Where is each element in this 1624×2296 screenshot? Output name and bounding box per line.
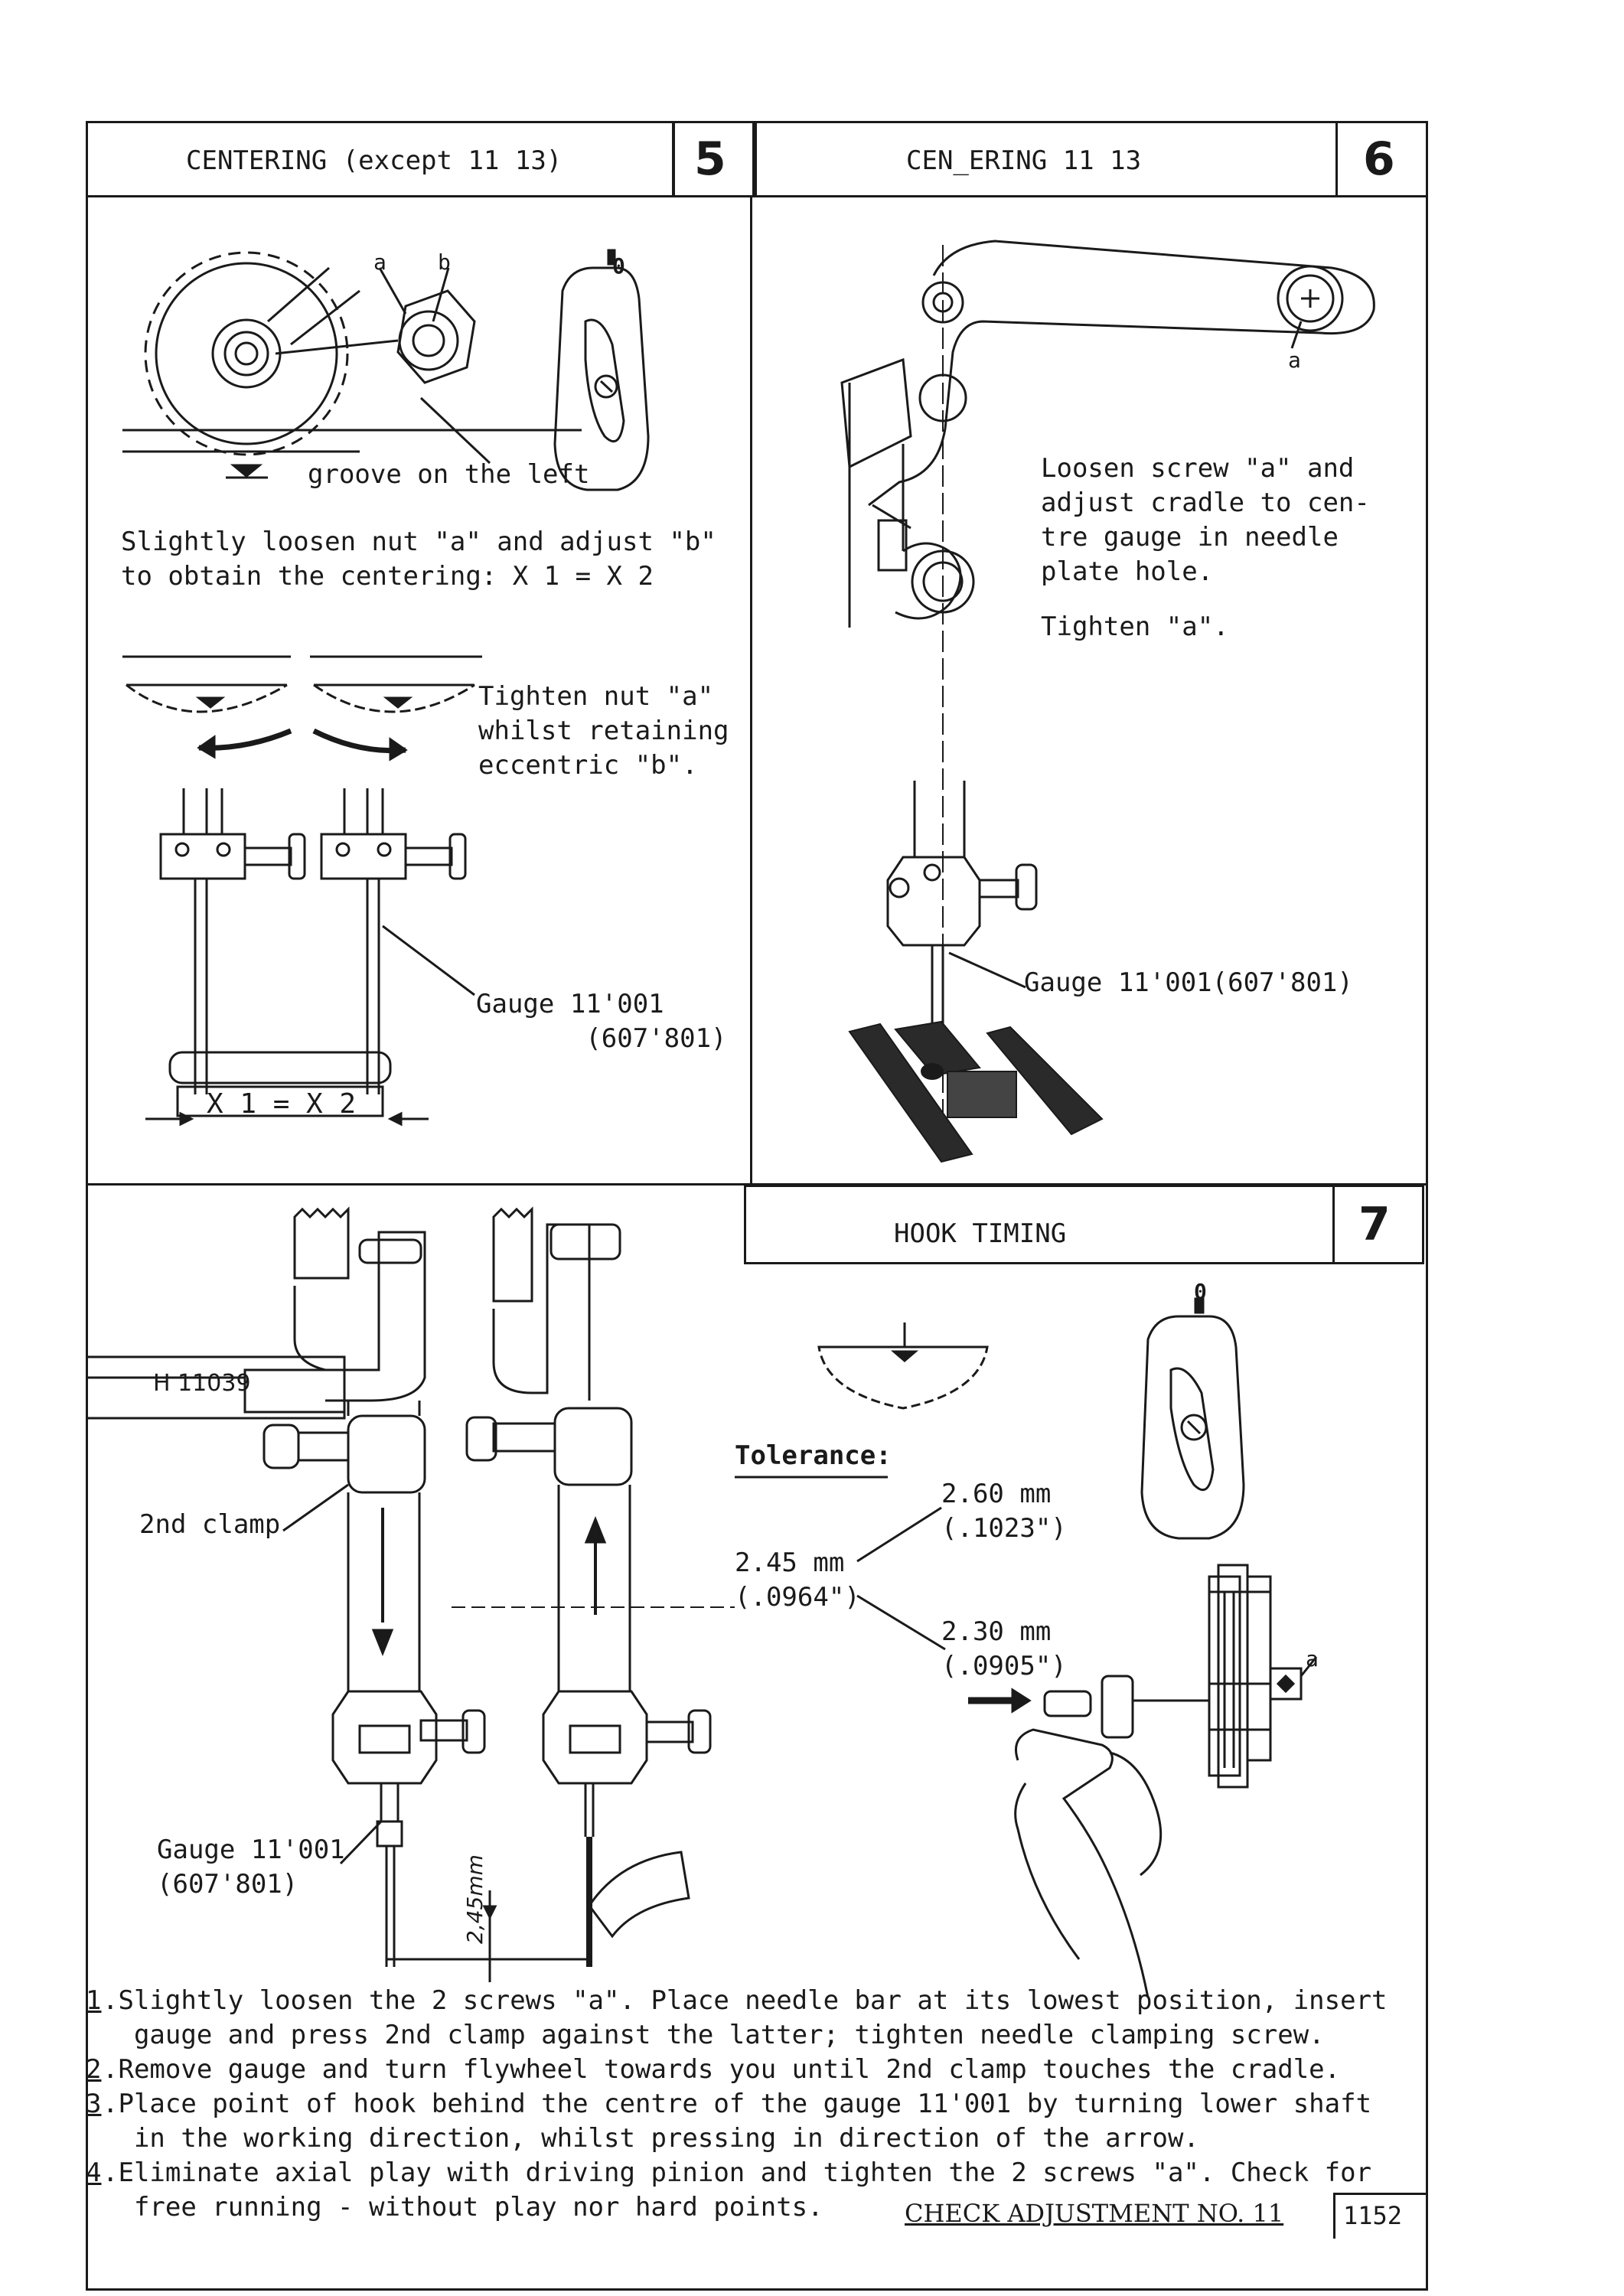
s7-label-a: a xyxy=(1306,1646,1319,1671)
section-6-number: 6 xyxy=(1363,132,1395,186)
page-number-box xyxy=(1333,2193,1427,2239)
section-7-number-box xyxy=(1332,1185,1424,1264)
step-4-text: .Eliminate axial play with driving pinio… xyxy=(103,2157,1372,2223)
s6-label-a: a xyxy=(1288,347,1301,373)
section-5-number-box xyxy=(672,121,755,197)
s5-label-b: b xyxy=(438,249,451,275)
s7-tolerance-low: 2.30 mm (.0905") xyxy=(941,1616,1067,1681)
s7-tolerance-nominal: 2.45 mm (.0964") xyxy=(735,1548,860,1613)
section-5-number: 5 xyxy=(694,132,726,186)
s5-label-a: a xyxy=(373,249,386,275)
step-2-number: 2 xyxy=(86,2054,102,2085)
s7-h-tag: H 11039 xyxy=(153,1370,251,1397)
section-6-title: CEN_ERING 11 13 xyxy=(906,145,1142,176)
step-1-text: .Slightly loosen the 2 screws "a". Place… xyxy=(103,1985,1388,2050)
s7-dimension-label: 2,45mm xyxy=(462,1854,488,1944)
divider-5-6 xyxy=(750,197,752,1185)
step-3-text: .Place point of hook behind the centre o… xyxy=(103,2089,1372,2154)
page-number: 1152 xyxy=(1343,2201,1403,2230)
s6-tighten: Tighten "a". xyxy=(1041,612,1229,642)
s7-tolerance-title: Tolerance: xyxy=(735,1440,892,1471)
section-5-title: CENTERING (except 11 13) xyxy=(186,145,563,176)
s6-gauge-label: Gauge 11'001(607'801) xyxy=(1024,967,1353,998)
s5-x-label: X 1 = X 2 xyxy=(207,1088,357,1120)
section-6-number-box xyxy=(1335,121,1428,197)
step-2-text: .Remove gauge and turn flywheel towards … xyxy=(103,2054,1341,2085)
s5-gauge-label: Gauge 11'001 (607'801) xyxy=(476,989,727,1054)
section-7-number: 7 xyxy=(1358,1198,1391,1251)
s5-zero-mark: 0 xyxy=(612,253,625,279)
check-adjustment-label: CHECK ADJUSTMENT NO. 11 xyxy=(905,2199,1284,2228)
s5-tighten-text: Tighten nut "a" whilst retaining eccentr… xyxy=(478,681,729,781)
step-3-number: 3 xyxy=(86,2089,102,2119)
step-4-number: 4 xyxy=(86,2157,102,2188)
divider-horizontal xyxy=(86,1183,1428,1186)
s7-gauge-label: Gauge 11'001 (607'801) xyxy=(157,1835,345,1900)
s6-instruction: Loosen screw "a" and adjust cradle to ce… xyxy=(1041,453,1370,587)
s5-instruction: Slightly loosen nut "a" and adjust "b" t… xyxy=(121,527,716,592)
step-1-number: 1 xyxy=(86,1985,102,2016)
s5-groove-label: groove on the left xyxy=(308,459,590,490)
s7-tolerance-high: 2.60 mm (.1023") xyxy=(941,1479,1067,1544)
s7-zero-mark: 0 xyxy=(1194,1279,1207,1304)
s7-clamp-label: 2nd clamp xyxy=(139,1509,281,1540)
section-7-title: HOOK TIMING xyxy=(894,1218,1067,1249)
